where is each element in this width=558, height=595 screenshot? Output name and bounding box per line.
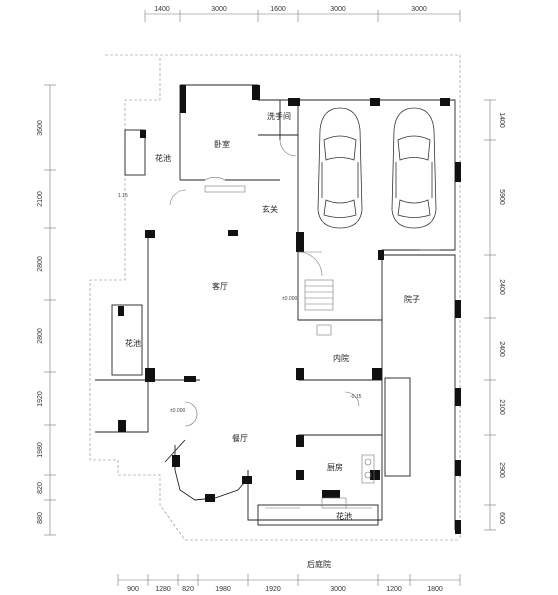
dim-right-1: 1400 (498, 112, 505, 128)
dim-top-1: 1400 (154, 6, 170, 13)
interior-details (169, 100, 440, 509)
room-living: 客厅 (212, 281, 228, 291)
room-washroom: 洗手间 (267, 111, 291, 121)
room-inner-court: 内院 (333, 353, 349, 363)
dim-bottom-2: 1280 (155, 586, 171, 593)
dim-top-4: 3000 (330, 6, 346, 13)
dim-left-4: 2800 (37, 328, 44, 344)
dim-right-6: 2900 (498, 462, 505, 478)
car-right (391, 107, 437, 229)
dim-bottom-4: 1980 (215, 586, 231, 593)
room-back-court: 后庭院 (307, 559, 331, 569)
dim-right-3: 2400 (498, 279, 505, 295)
dim-bottom-1: 900 (127, 586, 139, 593)
note-level-1: 1.15 (118, 193, 128, 199)
dim-left-8: 880 (37, 512, 44, 524)
room-foyer: 玄关 (262, 204, 278, 214)
dim-right-7: 600 (498, 512, 505, 524)
note-level-3: -0.15 (350, 394, 362, 400)
dim-left-3: 2800 (37, 256, 44, 272)
dim-bottom-3: 820 (182, 586, 194, 593)
dim-left-2: 2100 (37, 191, 44, 207)
dim-bottom-7: 1200 (386, 586, 402, 593)
room-bedroom: 卧室 (214, 139, 230, 149)
note-level-2: ±0.000 (282, 296, 297, 302)
dim-left-6: 1980 (37, 442, 44, 458)
dim-right-2: 5900 (498, 189, 505, 205)
car-left (317, 107, 363, 229)
dim-top-2: 3000 (211, 6, 227, 13)
site-boundary (89, 54, 461, 541)
dim-left-5: 1920 (37, 391, 44, 407)
room-planter-top: 花池 (155, 153, 171, 163)
dim-right-5: 2100 (498, 399, 505, 415)
room-planter-bottom: 花池 (336, 511, 352, 521)
wall-solids (118, 85, 461, 534)
dimension-lines (44, 10, 496, 586)
dim-left-7: 820 (37, 482, 44, 494)
dim-bottom-6: 3000 (330, 586, 346, 593)
dim-right-4: 2400 (498, 341, 505, 357)
dim-bottom-8: 1800 (427, 586, 443, 593)
dim-top-5: 3000 (411, 6, 427, 13)
room-courtyard: 院子 (404, 294, 420, 304)
room-kitchen: 厨房 (327, 462, 343, 472)
dim-bottom-5: 1920 (265, 586, 281, 593)
room-dining: 餐厅 (232, 434, 248, 443)
note-level-4: ±0.000 (170, 408, 185, 414)
exterior-walls (95, 84, 456, 530)
dim-top-3: 1600 (270, 6, 286, 13)
dim-left-1: 3600 (37, 120, 44, 136)
room-planter-mid: 花池 (125, 338, 141, 348)
